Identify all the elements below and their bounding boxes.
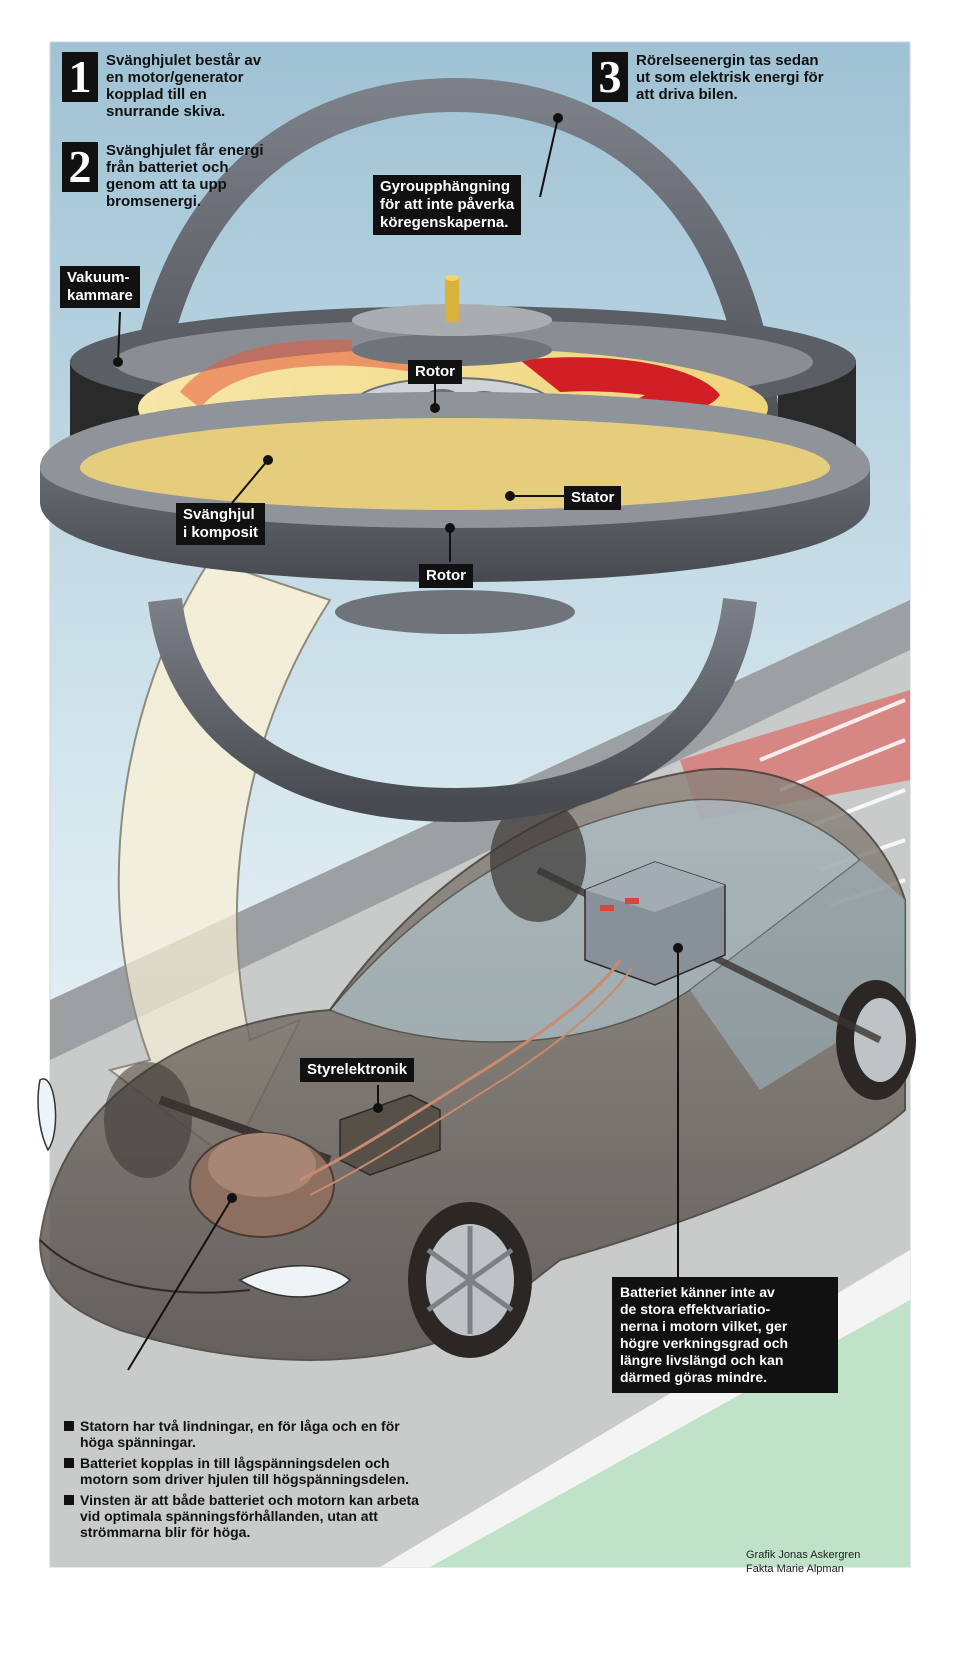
step-1-text: Svänghjulet består av en motor/generator… bbox=[106, 52, 262, 120]
step-2: 2 Svänghjulet får energi från batteriet … bbox=[62, 142, 264, 210]
bullet-square-icon bbox=[64, 1495, 74, 1505]
step-3: 3 Rörelseenergin tas sedan ut som elektr… bbox=[592, 52, 824, 103]
leader-lines bbox=[113, 113, 683, 1371]
credits: Grafik Jonas Askergren Fakta Marie Alpma… bbox=[746, 1548, 860, 1576]
label-gyro-suspension: Gyroupphängning för att inte påverka kör… bbox=[373, 175, 522, 235]
label-control-electronics: Styrelektronik bbox=[300, 1058, 415, 1082]
credit-graphic: Grafik Jonas Askergren bbox=[746, 1549, 861, 1561]
label-battery-info: Batteriet känner inte av de stora effekt… bbox=[612, 1277, 838, 1393]
fact-item: Statorn har två lindningar, en för låga … bbox=[64, 1418, 434, 1450]
fact-item: Vinsten är att både batteriet och motorn… bbox=[64, 1492, 434, 1540]
step-3-text: Rörelseenergin tas sedan ut som elektris… bbox=[636, 52, 824, 103]
fact-text: Vinsten är att både batteriet och motorn… bbox=[80, 1492, 419, 1540]
fact-item: Batteriet kopplas in till lågspänningsde… bbox=[64, 1455, 434, 1487]
fact-text: Statorn har två lindningar, en för låga … bbox=[80, 1418, 400, 1450]
flywheel-assembly bbox=[40, 77, 870, 823]
bullet-square-icon bbox=[64, 1421, 74, 1431]
step-1: 1 Svänghjulet består av en motor/generat… bbox=[62, 52, 261, 120]
fact-text: Batteriet kopplas in till lågspänningsde… bbox=[80, 1455, 410, 1487]
credit-facts: Fakta Marie Alpman bbox=[746, 1563, 844, 1575]
step-1-number: 1 bbox=[62, 52, 98, 102]
step-2-text: Svänghjulet får energi från batteriet oc… bbox=[106, 142, 264, 210]
label-rotor-top: Rotor bbox=[408, 360, 462, 384]
label-vacuum-chamber: Vakuum- kammare bbox=[60, 266, 140, 308]
bullet-square-icon bbox=[64, 1458, 74, 1468]
label-composite-flywheel: Svänghjul i komposit bbox=[176, 503, 266, 545]
label-stator: Stator bbox=[564, 486, 622, 510]
facts-list: Statorn har två lindningar, en för låga … bbox=[64, 1418, 434, 1545]
step-2-number: 2 bbox=[62, 142, 98, 192]
step-3-number: 3 bbox=[592, 52, 628, 102]
label-rotor-bottom: Rotor bbox=[419, 564, 473, 588]
car bbox=[37, 767, 916, 1361]
